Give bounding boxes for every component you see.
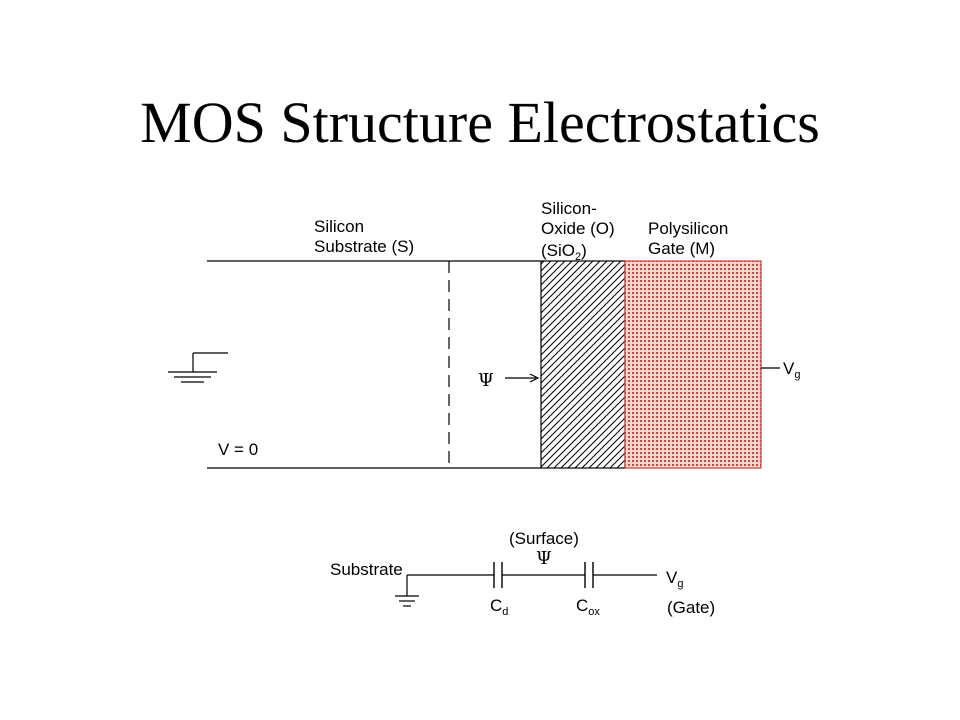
oxide-label-line1: Silicon- (541, 199, 597, 218)
substrate-node-label: Substrate (330, 560, 403, 579)
oxide-layer (540, 260, 626, 469)
gate-node-label: (Gate) (667, 598, 715, 617)
gate-label-line2: Gate (M) (648, 239, 715, 258)
ground-icon (168, 352, 228, 383)
cox-label: Cox (576, 596, 600, 618)
oxide-label-line2: Oxide (O) (541, 219, 615, 238)
surface-potential-symbol: Ψ (478, 370, 494, 391)
slide-title: MOS Structure Electrostatics (140, 90, 820, 155)
gate-label-line1: Polysilicon (648, 219, 728, 238)
surface-arrow-icon (505, 373, 540, 383)
surface-label: (Surface) (509, 529, 579, 548)
equivalent-circuit: (Surface) Ψ Substrate (330, 529, 715, 618)
polysilicon-gate (624, 260, 762, 469)
gate-voltage-label: Vg (783, 359, 800, 381)
cd-label: Cd (490, 596, 508, 618)
circuit-vg-label: Vg (666, 568, 683, 590)
cd-capacitor-icon (493, 562, 503, 588)
surface-symbol: Ψ (536, 548, 552, 569)
cox-capacitor-icon (584, 562, 594, 588)
ground-voltage-label: V = 0 (218, 440, 258, 459)
substrate-label-line2: Substrate (S) (314, 237, 414, 256)
cross-section: Silicon Substrate (S) Silicon- Oxide (O)… (168, 199, 800, 469)
circuit-ground-icon (395, 575, 419, 607)
oxide-formula: (SiO2) (541, 241, 587, 263)
substrate-label-line1: Silicon (314, 217, 364, 236)
